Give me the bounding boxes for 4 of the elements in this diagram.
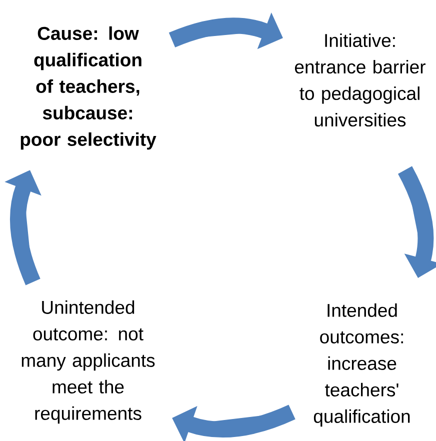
node-text: Unintended outcome: not many applicants meet the requirements <box>22 300 155 424</box>
node-text: Cause: low qualification of teachers, subcause: poor selectivity <box>20 26 156 150</box>
node-text: Intended outcomes: increase teachers' qualification <box>314 303 410 427</box>
node-text: Initiative: entrance barrier to pedagogical universities <box>294 33 426 127</box>
